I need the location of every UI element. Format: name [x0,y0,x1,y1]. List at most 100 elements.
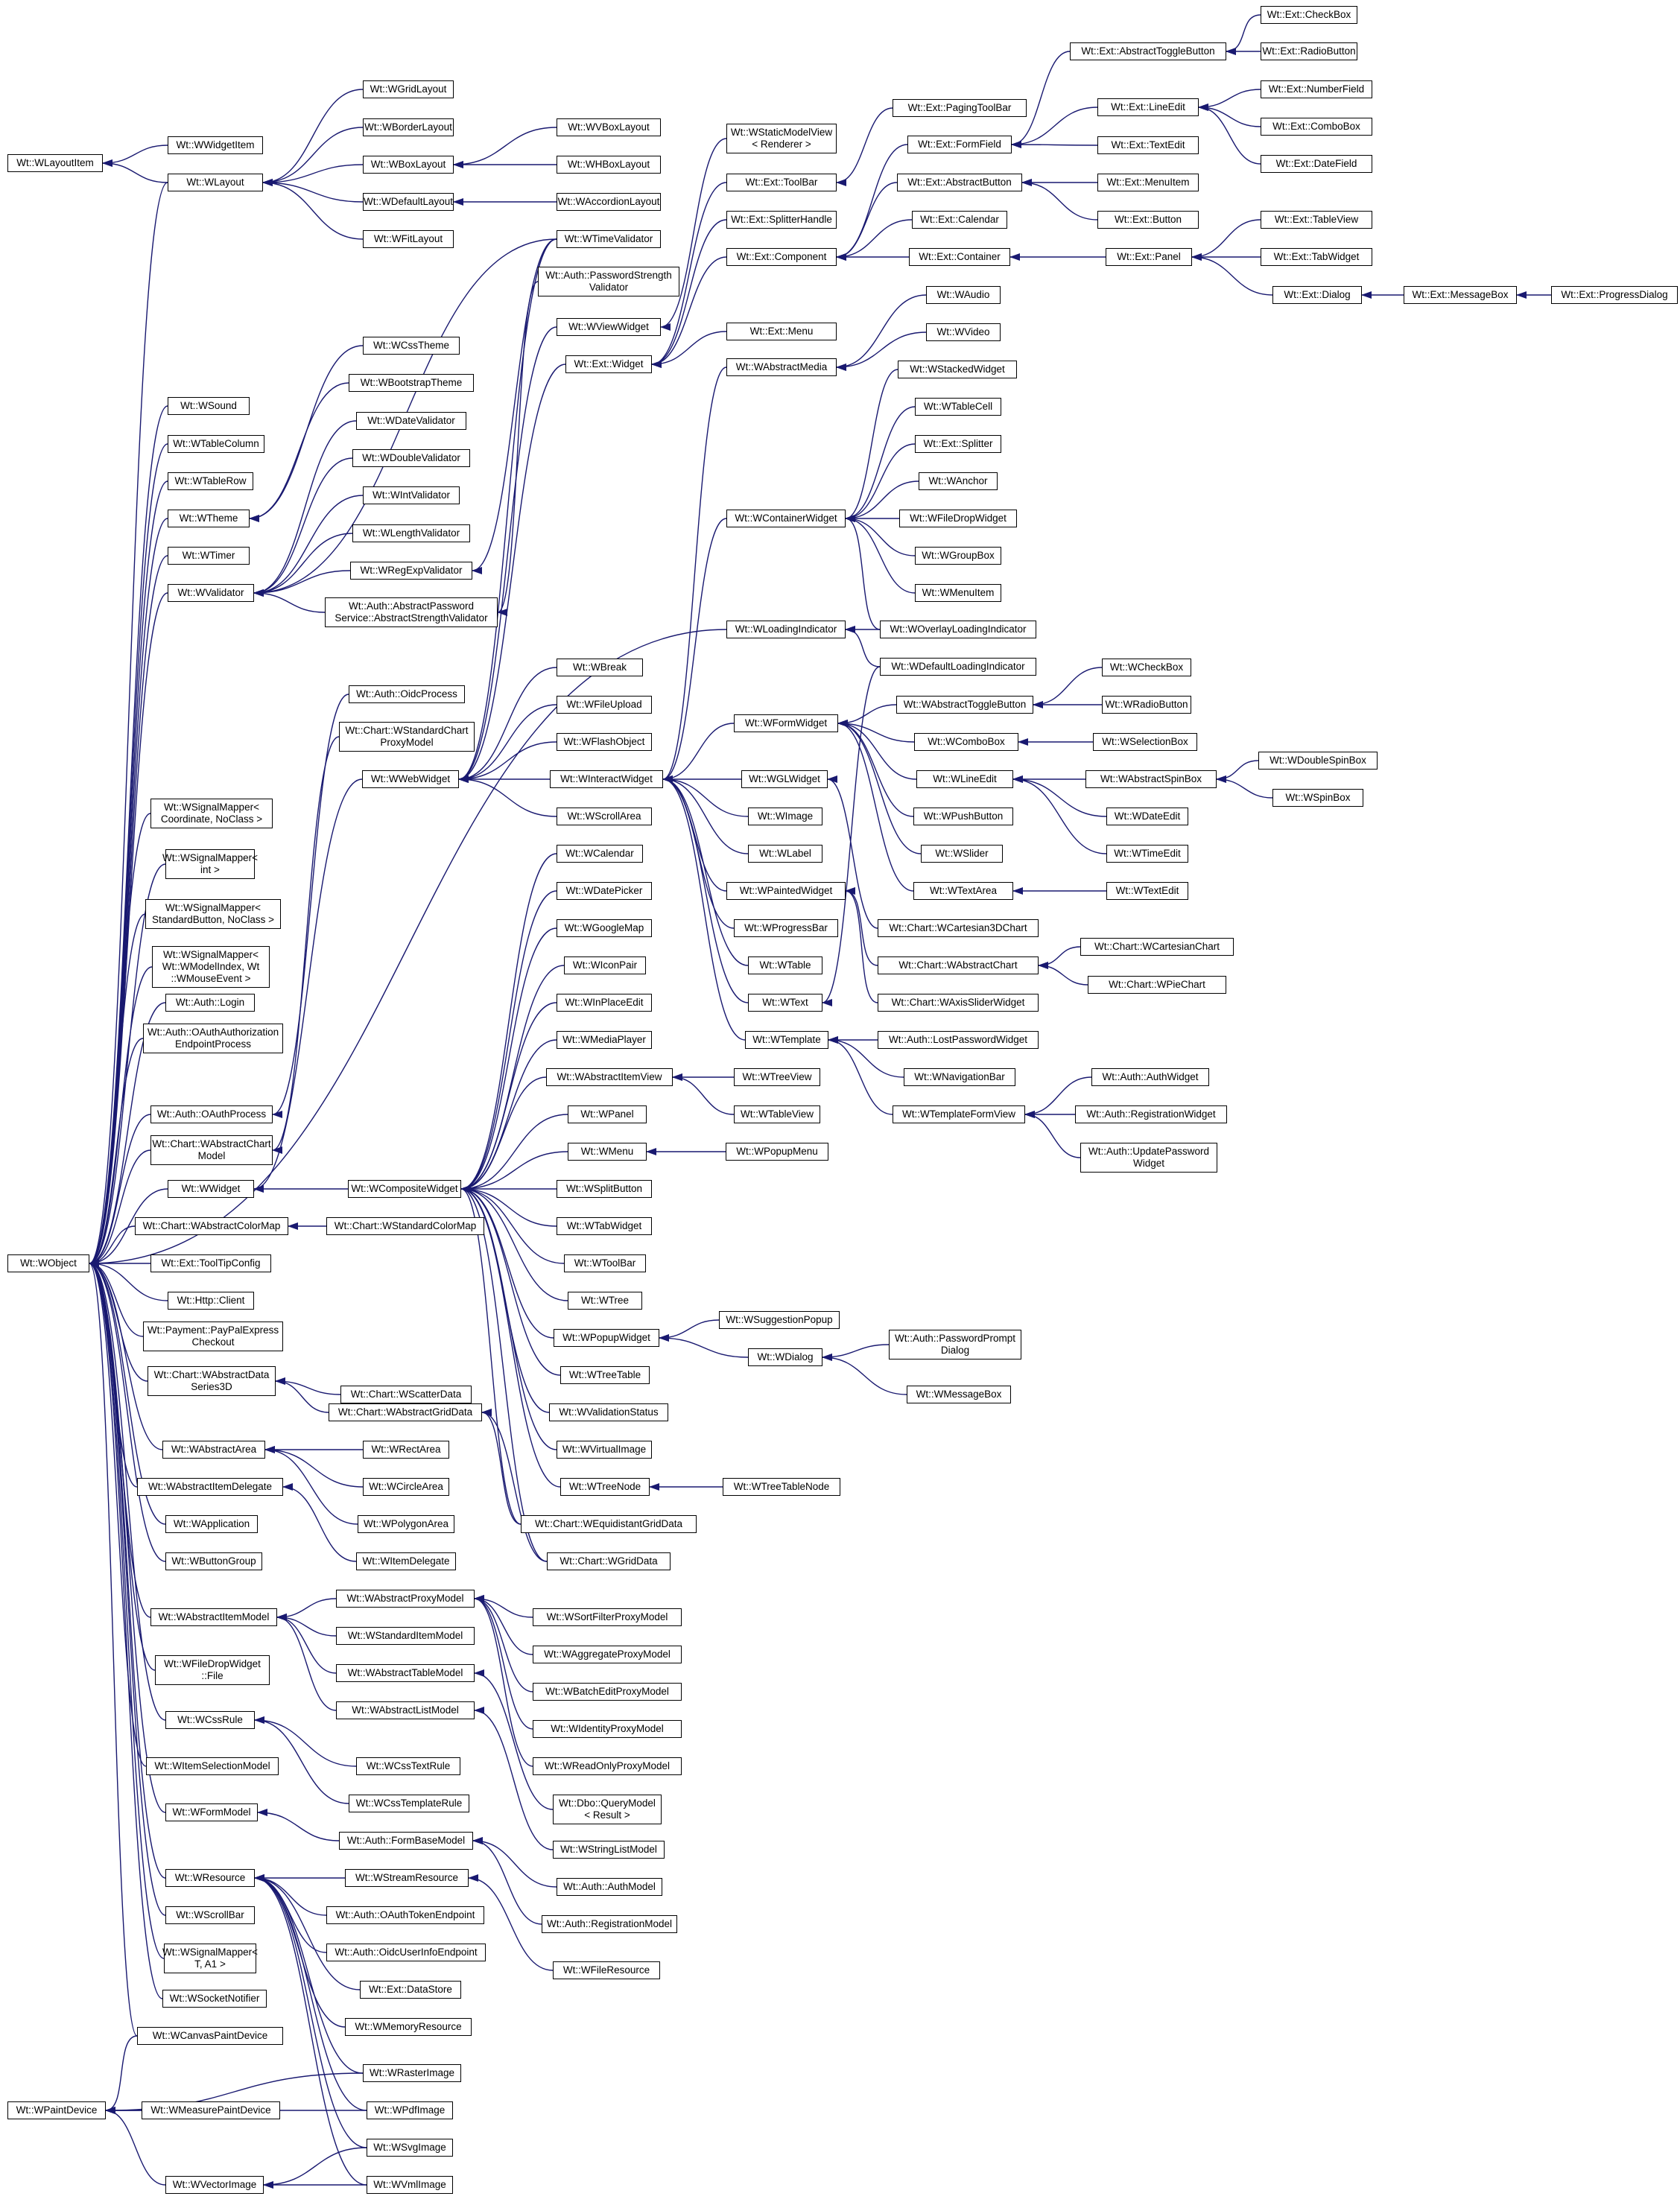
class-node-ext-component[interactable]: Wt::Ext::Component [726,248,837,266]
class-node-wlayout[interactable]: Wt::WLayout [168,174,263,191]
class-node-auth-password-prompt-dialog[interactable]: Wt::Auth::PasswordPrompt Dialog [889,1330,1021,1360]
class-node-wraster-image[interactable]: Wt::WRasterImage [363,2064,461,2082]
class-node-chart-wstandard-color-map[interactable]: Wt::Chart::WStandardColorMap [326,1217,484,1235]
class-node-wmessage-box[interactable]: Wt::WMessageBox [907,1386,1011,1403]
class-node-wabstract-item-model[interactable]: Wt::WAbstractItemModel [150,1608,277,1626]
class-node-wgroup-box[interactable]: Wt::WGroupBox [915,547,1001,565]
class-node-wcss-text-rule[interactable]: Wt::WCssTextRule [356,1757,460,1775]
class-node-ext-data-store[interactable]: Wt::Ext::DataStore [360,1981,461,1999]
class-node-wvirtual-image[interactable]: Wt::WVirtualImage [557,1441,652,1459]
class-node-ext-number-field[interactable]: Wt::Ext::NumberField [1261,80,1372,98]
class-node-ext-calendar[interactable]: Wt::Ext::Calendar [912,211,1007,229]
class-node-wbootstrap-theme[interactable]: Wt::WBootstrapTheme [349,374,474,392]
class-node-http-client[interactable]: Wt::Http::Client [168,1292,254,1310]
class-node-wsocket-notifier[interactable]: Wt::WSocketNotifier [162,1990,267,2008]
class-node-auth-oidc-process[interactable]: Wt::Auth::OidcProcess [349,685,465,703]
class-node-wbreak[interactable]: Wt::WBreak [557,659,643,676]
class-node-wstream-resource[interactable]: Wt::WStreamResource [345,1869,469,1887]
class-node-chart-wgrid-data[interactable]: Wt::Chart::WGridData [547,1552,671,1570]
class-node-wpush-button[interactable]: Wt::WPushButton [913,808,1013,825]
class-node-waccordion-layout[interactable]: Wt::WAccordionLayout [557,193,661,211]
class-node-wradio-button[interactable]: Wt::WRadioButton [1102,696,1191,714]
class-node-chart-wabstract-chart-model[interactable]: Wt::Chart::WAbstractChart Model [150,1135,273,1165]
class-node-chart-wabstract-data-series3-d[interactable]: Wt::Chart::WAbstractData Series3D [148,1366,276,1396]
class-node-wweb-widget[interactable]: Wt::WWebWidget [362,770,459,788]
class-node-ext-panel[interactable]: Wt::Ext::Panel [1106,248,1192,266]
class-node-wanchor[interactable]: Wt::WAnchor [919,472,998,490]
class-node-auth-oauth-token-endpoint[interactable]: Wt::Auth::OAuthTokenEndpoint [326,1906,484,1924]
class-node-wwidget[interactable]: Wt::WWidget [168,1180,254,1198]
class-node-wmeasure-paint-device[interactable]: Wt::WMeasurePaintDevice [142,2101,280,2119]
class-node-wicon-pair[interactable]: Wt::WIconPair [564,956,646,974]
class-node-wbox-layout[interactable]: Wt::WBoxLayout [363,156,454,174]
class-node-wline-edit[interactable]: Wt::WLineEdit [916,770,1013,788]
class-node-wabstract-spin-box[interactable]: Wt::WAbstractSpinBox [1085,770,1217,788]
class-node-wabstract-area[interactable]: Wt::WAbstractArea [162,1441,265,1459]
class-node-wmemory-resource[interactable]: Wt::WMemoryResource [345,2018,472,2036]
class-node-chart-wabstract-grid-data[interactable]: Wt::Chart::WAbstractGridData [329,1403,482,1421]
class-node-ext-radio-button[interactable]: Wt::Ext::RadioButton [1261,42,1357,60]
class-node-wtable-view[interactable]: Wt::WTableView [734,1105,820,1123]
class-node-wtable-cell[interactable]: Wt::WTableCell [915,398,1001,416]
class-node-wvalidator[interactable]: Wt::WValidator [168,584,254,602]
class-node-auth-update-password-widget[interactable]: Wt::Auth::UpdatePassword Widget [1080,1143,1217,1173]
class-node-wtext[interactable]: Wt::WText [748,994,822,1012]
class-node-auth-registration-model[interactable]: Wt::Auth::RegistrationModel [542,1915,677,1933]
class-node-wsignal-mapper2[interactable]: Wt::WSignalMapper< int > [162,849,258,879]
class-node-wabstract-table-model[interactable]: Wt::WAbstractTableModel [336,1664,475,1682]
class-node-chart-waxis-slider-widget[interactable]: Wt::Chart::WAxisSliderWidget [878,994,1039,1012]
class-node-ext-date-field[interactable]: Wt::Ext::DateField [1261,155,1372,173]
class-node-ext-tool-bar[interactable]: Wt::Ext::ToolBar [726,174,837,191]
class-node-wimage[interactable]: Wt::WImage [748,808,822,825]
class-node-chart-wequidistant-grid-data[interactable]: Wt::Chart::WEquidistantGridData [521,1515,697,1533]
class-node-wform-widget[interactable]: Wt::WFormWidget [734,714,838,732]
class-node-wpanel[interactable]: Wt::WPanel [568,1105,647,1123]
class-node-ext-combo-box[interactable]: Wt::Ext::ComboBox [1261,118,1372,136]
class-node-wlabel[interactable]: Wt::WLabel [748,845,822,863]
class-node-wtime-edit[interactable]: Wt::WTimeEdit [1106,845,1188,863]
class-node-wspin-box[interactable]: Wt::WSpinBox [1272,789,1363,807]
class-node-dbo-query-model[interactable]: Wt::Dbo::QueryModel < Result > [553,1795,662,1824]
class-node-wstandard-item-model[interactable]: Wt::WStandardItemModel [336,1627,475,1645]
class-node-widentity-proxy-model[interactable]: Wt::WIdentityProxyModel [533,1720,682,1738]
class-node-wread-only-proxy-model[interactable]: Wt::WReadOnlyProxyModel [533,1757,682,1775]
class-node-wselection-box[interactable]: Wt::WSelectionBox [1093,733,1197,751]
class-node-wtext-area[interactable]: Wt::WTextArea [913,882,1013,900]
class-node-auth-oidc-user-info-endpoint[interactable]: Wt::Auth::OidcUserInfoEndpoint [326,1944,486,1961]
class-node-ext-paging-tool-bar[interactable]: Wt::Ext::PagingToolBar [893,99,1027,117]
class-node-ext-form-field[interactable]: Wt::Ext::FormField [907,136,1012,153]
class-node-wtree-node[interactable]: Wt::WTreeNode [560,1478,650,1496]
class-node-wreg-exp-validator[interactable]: Wt::WRegExpValidator [350,562,472,580]
class-node-wresource[interactable]: Wt::WResource [165,1869,255,1887]
class-node-wsuggestion-popup[interactable]: Wt::WSuggestionPopup [719,1311,840,1329]
class-node-ext-text-edit[interactable]: Wt::Ext::TextEdit [1097,136,1199,154]
class-node-wfile-drop-widget[interactable]: Wt::WFileDropWidget [899,510,1017,527]
class-node-wvalidation-status[interactable]: Wt::WValidationStatus [549,1403,668,1421]
class-node-wcircle-area[interactable]: Wt::WCircleArea [363,1478,449,1496]
class-node-auth-auth-widget[interactable]: Wt::Auth::AuthWidget [1091,1068,1209,1086]
class-node-wcanvas-paint-device[interactable]: Wt::WCanvasPaintDevice [137,2027,283,2045]
class-node-wstatic-model-view[interactable]: Wt::WStaticModelView < Renderer > [726,124,837,153]
class-node-wflash-object[interactable]: Wt::WFlashObject [557,733,652,751]
class-node-ext-widget[interactable]: Wt::Ext::Widget [565,355,652,373]
class-node-wscroll-area[interactable]: Wt::WScrollArea [557,808,652,825]
class-node-wabstract-proxy-model[interactable]: Wt::WAbstractProxyModel [336,1590,475,1608]
class-node-ext-tab-widget[interactable]: Wt::Ext::TabWidget [1261,248,1372,266]
class-node-chart-wscatter-data[interactable]: Wt::Chart::WScatterData [340,1386,472,1403]
class-node-wtext-edit[interactable]: Wt::WTextEdit [1106,882,1188,900]
class-node-chart-wcartesian3-dchart[interactable]: Wt::Chart::WCartesian3DChart [878,919,1039,937]
class-node-witem-delegate[interactable]: Wt::WItemDelegate [356,1552,456,1570]
class-node-wstring-list-model[interactable]: Wt::WStringListModel [553,1841,665,1859]
class-node-wcss-template-rule[interactable]: Wt::WCssTemplateRule [349,1795,469,1812]
class-node-auth-auth-model[interactable]: Wt::Auth::AuthModel [557,1878,662,1896]
class-node-wtree-table[interactable]: Wt::WTreeTable [560,1366,650,1384]
class-node-ext-dialog[interactable]: Wt::Ext::Dialog [1272,286,1362,304]
class-node-wabstract-media[interactable]: Wt::WAbstractMedia [726,358,837,376]
class-node-wvector-image[interactable]: Wt::WVectorImage [165,2176,264,2194]
class-node-ext-line-edit[interactable]: Wt::Ext::LineEdit [1097,98,1199,116]
class-node-wstacked-widget[interactable]: Wt::WStackedWidget [898,361,1017,378]
class-node-chart-wpie-chart[interactable]: Wt::Chart::WPieChart [1088,976,1226,994]
class-node-auth-form-base-model[interactable]: Wt::Auth::FormBaseModel [339,1832,473,1850]
class-node-wfile-upload[interactable]: Wt::WFileUpload [557,696,652,714]
class-node-ext-button[interactable]: Wt::Ext::Button [1097,211,1199,229]
